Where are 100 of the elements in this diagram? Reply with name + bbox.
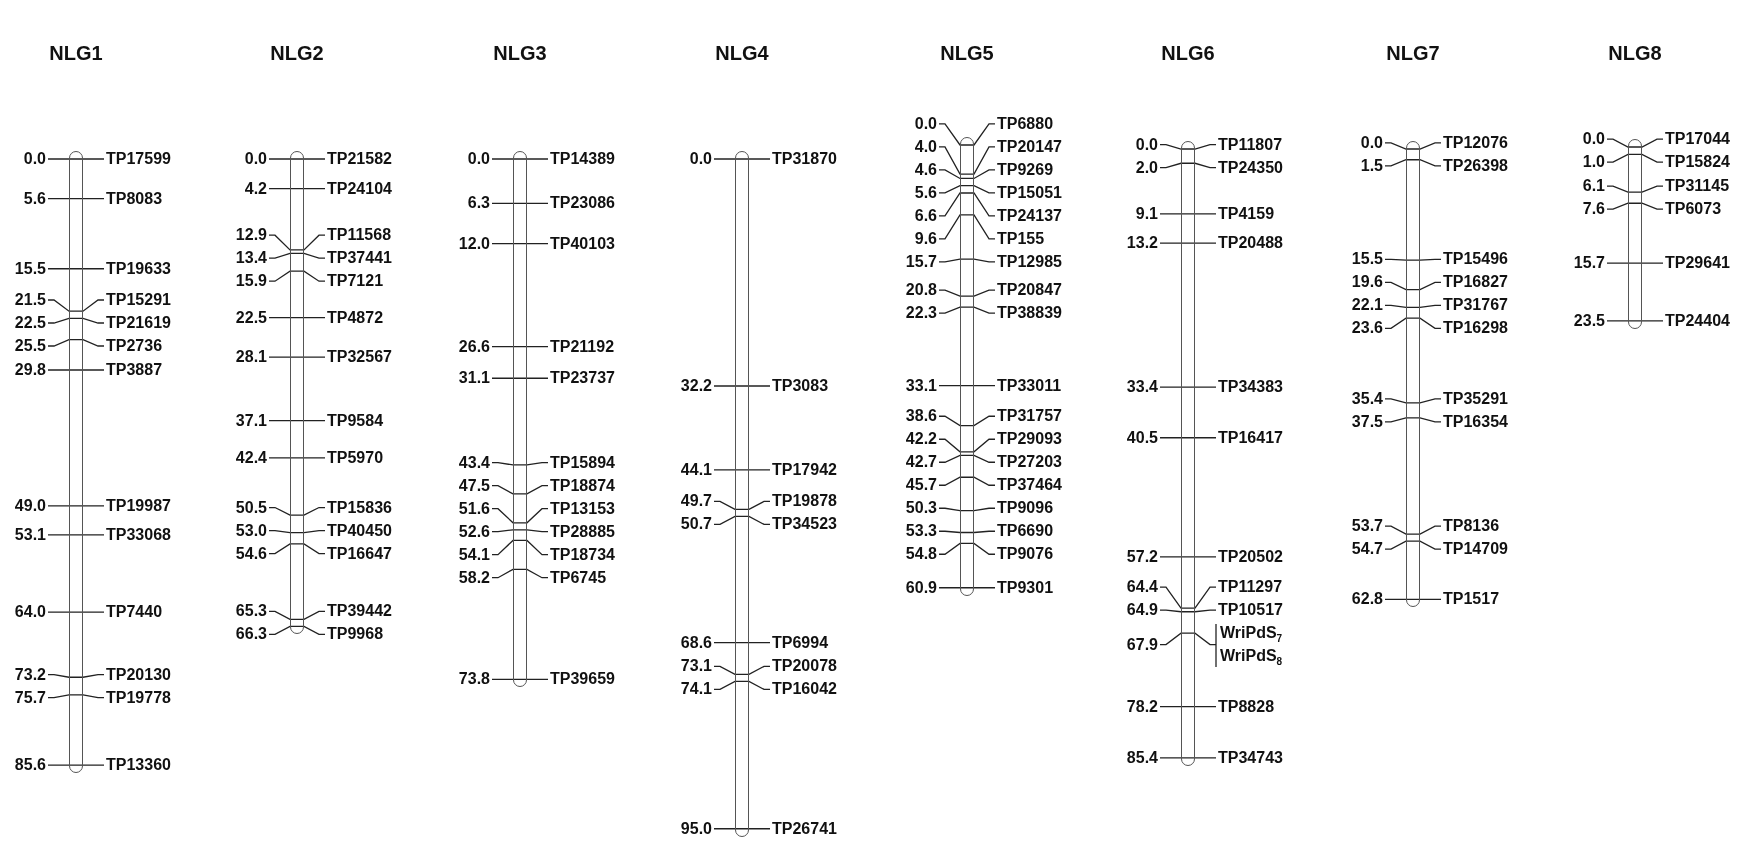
- map-position: 26.6: [458, 337, 490, 356]
- map-position: 50.3: [905, 499, 937, 518]
- map-position: 0.0: [467, 150, 490, 168]
- marker-name: TP34743: [1218, 748, 1283, 767]
- linkage-group-title: NLG5: [940, 41, 994, 65]
- marker-name: TP34383: [1218, 378, 1283, 397]
- marker-name: TP29641: [1665, 254, 1730, 273]
- marker-name: TP16298: [1443, 319, 1508, 338]
- marker-name: TP8136: [1443, 517, 1500, 536]
- marker-name: TP31757: [997, 407, 1062, 426]
- marker-name: TP9301: [997, 578, 1054, 597]
- map-position: 78.2: [1126, 697, 1158, 716]
- marker-name: TP15291: [106, 291, 171, 309]
- marker-name: TP12076: [1443, 133, 1508, 152]
- marker-name: TP20847: [997, 281, 1062, 300]
- map-position: 15.7: [905, 252, 937, 271]
- marker-name: TP16647: [327, 544, 392, 563]
- marker-name: TP23737: [550, 369, 615, 388]
- marker-name: TP20147: [997, 137, 1062, 156]
- marker-name: TP19778: [106, 688, 171, 707]
- marker-name: TP5970: [327, 448, 384, 467]
- map-position: 33.1: [905, 376, 937, 395]
- marker-name: TP9269: [997, 160, 1054, 179]
- map-position: 66.3: [235, 625, 267, 644]
- map-position: 42.2: [905, 430, 937, 449]
- marker-name: TP3083: [772, 377, 829, 395]
- linkage-group-title: NLG3: [493, 41, 547, 65]
- marker-name: TP10517: [1218, 601, 1283, 620]
- marker-name: TP15051: [997, 183, 1062, 202]
- map-position: 73.2: [14, 665, 46, 684]
- map-position: 28.1: [235, 348, 267, 367]
- linkage-group-title: NLG6: [1161, 41, 1215, 65]
- map-position: 0.0: [244, 150, 267, 168]
- map-position: 19.6: [1351, 273, 1383, 292]
- map-position: 64.4: [1126, 578, 1158, 597]
- map-position: 0.0: [1360, 133, 1383, 152]
- marker-name: TP40103: [550, 234, 615, 253]
- map-position: 13.4: [235, 249, 267, 268]
- marker-name: TP9096: [997, 499, 1054, 518]
- marker-name: TP35291: [1443, 389, 1508, 408]
- map-position: 25.5: [14, 337, 46, 355]
- map-position: 43.4: [458, 453, 490, 472]
- marker-name: TP27203: [997, 453, 1062, 472]
- marker-name: WriPdS$_{8}$: [1220, 647, 1283, 666]
- map-position: 22.5: [235, 308, 267, 327]
- map-position: 42.7: [905, 453, 937, 472]
- marker-name: TP16042: [772, 680, 837, 699]
- map-position: 5.6: [914, 183, 937, 202]
- marker-name: TP6745: [550, 568, 607, 587]
- marker-name: TP21192: [550, 337, 615, 356]
- marker-name: TP11807: [1218, 135, 1283, 154]
- map-position: 50.7: [680, 515, 712, 534]
- map-position: 73.1: [680, 657, 712, 676]
- marker-name: TP7440: [106, 603, 163, 622]
- map-position: 33.4: [1126, 378, 1158, 397]
- marker-name: WriPdS$_{7}$: [1220, 624, 1283, 643]
- map-position: 0.0: [1135, 135, 1158, 154]
- marker-name: TP17044: [1665, 130, 1730, 149]
- linkage-group-title: NLG2: [270, 41, 324, 65]
- marker-name: TP155: [997, 229, 1045, 248]
- marker-name: TP18874: [550, 476, 615, 495]
- marker-name: TP8828: [1218, 697, 1275, 716]
- map-position: 49.0: [14, 496, 46, 515]
- marker-name: TP15836: [327, 498, 392, 517]
- marker-name: TP28885: [550, 522, 615, 541]
- marker-name: TP26398: [1443, 156, 1508, 175]
- map-position: 62.8: [1351, 590, 1383, 609]
- map-position: 4.2: [244, 179, 267, 198]
- map-position: 1.5: [1360, 156, 1383, 175]
- map-position: 22.5: [14, 314, 46, 332]
- marker-name: TP21582: [327, 150, 392, 168]
- map-position: 57.2: [1126, 547, 1158, 566]
- map-position: 45.7: [905, 476, 937, 495]
- marker-name: TP7121: [327, 272, 384, 291]
- map-position: 38.6: [905, 407, 937, 426]
- marker-name: TP15824: [1665, 153, 1730, 172]
- marker-name: TP18734: [550, 545, 615, 564]
- marker-name: TP31767: [1443, 296, 1508, 315]
- map-position: 67.9: [1126, 635, 1158, 654]
- map-position: 23.6: [1351, 319, 1383, 338]
- marker-name: TP3887: [106, 360, 163, 379]
- marker-name: TP20488: [1218, 234, 1283, 253]
- map-position: 15.7: [1573, 254, 1605, 273]
- marker-name: TP1517: [1443, 590, 1500, 609]
- marker-name: TP20130: [106, 665, 171, 684]
- map-position: 53.3: [905, 522, 937, 541]
- marker-name: TP12985: [997, 252, 1062, 271]
- linkage-group-title: NLG4: [715, 41, 769, 65]
- marker-name: TP39659: [550, 670, 615, 689]
- marker-name: TP11568: [327, 226, 392, 245]
- marker-name: TP34523: [772, 515, 837, 534]
- map-position: 12.9: [235, 226, 267, 245]
- marker-name: TP2736: [106, 337, 163, 355]
- linkage-group-title: NLG1: [49, 41, 103, 65]
- marker-name: TP37464: [997, 476, 1062, 495]
- map-position: 15.9: [235, 272, 267, 291]
- marker-name: TP21619: [106, 314, 171, 332]
- map-position: 65.3: [235, 602, 267, 621]
- map-position: 49.7: [680, 492, 712, 511]
- map-position: 23.5: [1573, 311, 1605, 330]
